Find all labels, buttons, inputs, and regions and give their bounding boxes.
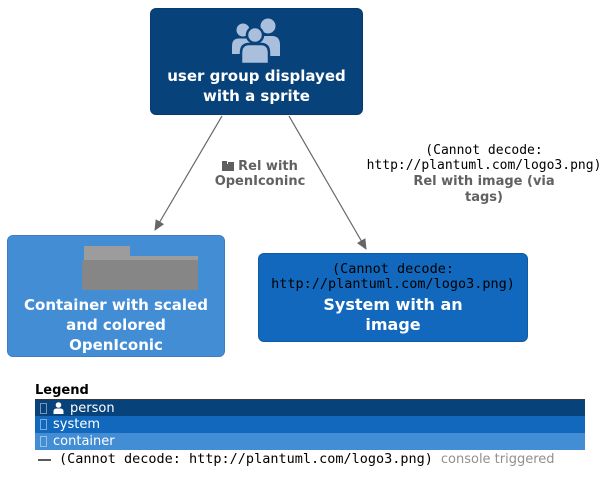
missing-glyph-icon: [40, 436, 47, 447]
edge-left-text2: OpenIconinc: [214, 174, 306, 189]
system-title-line: System with an: [323, 295, 463, 314]
edge-label-openiconic: Rel with OpenIconinc: [195, 159, 325, 189]
relationship-line-sample-icon: [38, 458, 51, 461]
container-title-line: OpenIconic: [69, 336, 163, 354]
footer-error-text: (Cannot decode: http://plantuml.com/logo…: [59, 451, 433, 467]
person-title-line: user group displayed: [167, 67, 346, 85]
legend-title: Legend: [35, 383, 89, 398]
person-icon: [53, 402, 64, 414]
edge-label-line1: Rel with: [195, 159, 325, 174]
person-title-line: with a sprite: [203, 87, 310, 105]
legend: Legend person system container: [35, 383, 585, 450]
legend-row-system: system: [35, 416, 585, 433]
legend-label: container: [53, 434, 115, 449]
container-node-title: Container with scaled and colored OpenIc…: [24, 295, 208, 355]
folder-icon: [82, 246, 198, 290]
edge-left-text1: Rel with: [238, 159, 298, 174]
edge-right-error2: http://plantuml.com/logo3.png): [366, 158, 602, 173]
system-node-title: System with an image: [323, 295, 462, 335]
legend-label: person: [70, 400, 115, 416]
rel-line-left: [154, 115, 223, 231]
folder-mini-icon: [222, 161, 235, 171]
legend-divider: [35, 399, 585, 400]
legend-row-container: container: [35, 433, 585, 450]
edge-right-text2: tags): [465, 190, 503, 205]
system-error-line2: http://plantuml.com/logo3.png): [271, 276, 515, 292]
legend-row-person: person: [35, 400, 585, 416]
node-system: (Cannot decode: http://plantuml.com/logo…: [258, 253, 528, 342]
container-title-line: Container with scaled: [24, 296, 208, 314]
footer-note: console triggered: [440, 452, 555, 467]
user-group-sprite-icon: [231, 18, 280, 64]
system-title-line: image: [365, 315, 421, 334]
node-container: Container with scaled and colored OpenIc…: [7, 235, 225, 357]
edge-right-text1: Rel with image (via: [413, 174, 555, 189]
legend-footer: (Cannot decode: http://plantuml.com/logo…: [38, 452, 555, 467]
legend-label: system: [53, 417, 100, 432]
person-node-title: user group displayed with a sprite: [167, 66, 346, 106]
container-title-line: and colored: [66, 316, 166, 334]
missing-glyph-icon: [40, 402, 47, 414]
missing-glyph-icon: [40, 419, 47, 430]
system-error-line1: (Cannot decode:: [332, 261, 454, 277]
rel-line-right: [288, 115, 367, 250]
edge-label-image-tags: (Cannot decode: http://plantuml.com/logo…: [363, 143, 605, 205]
edge-right-error1: (Cannot decode:: [425, 143, 543, 158]
node-person-group: user group displayed with a sprite: [150, 8, 363, 115]
